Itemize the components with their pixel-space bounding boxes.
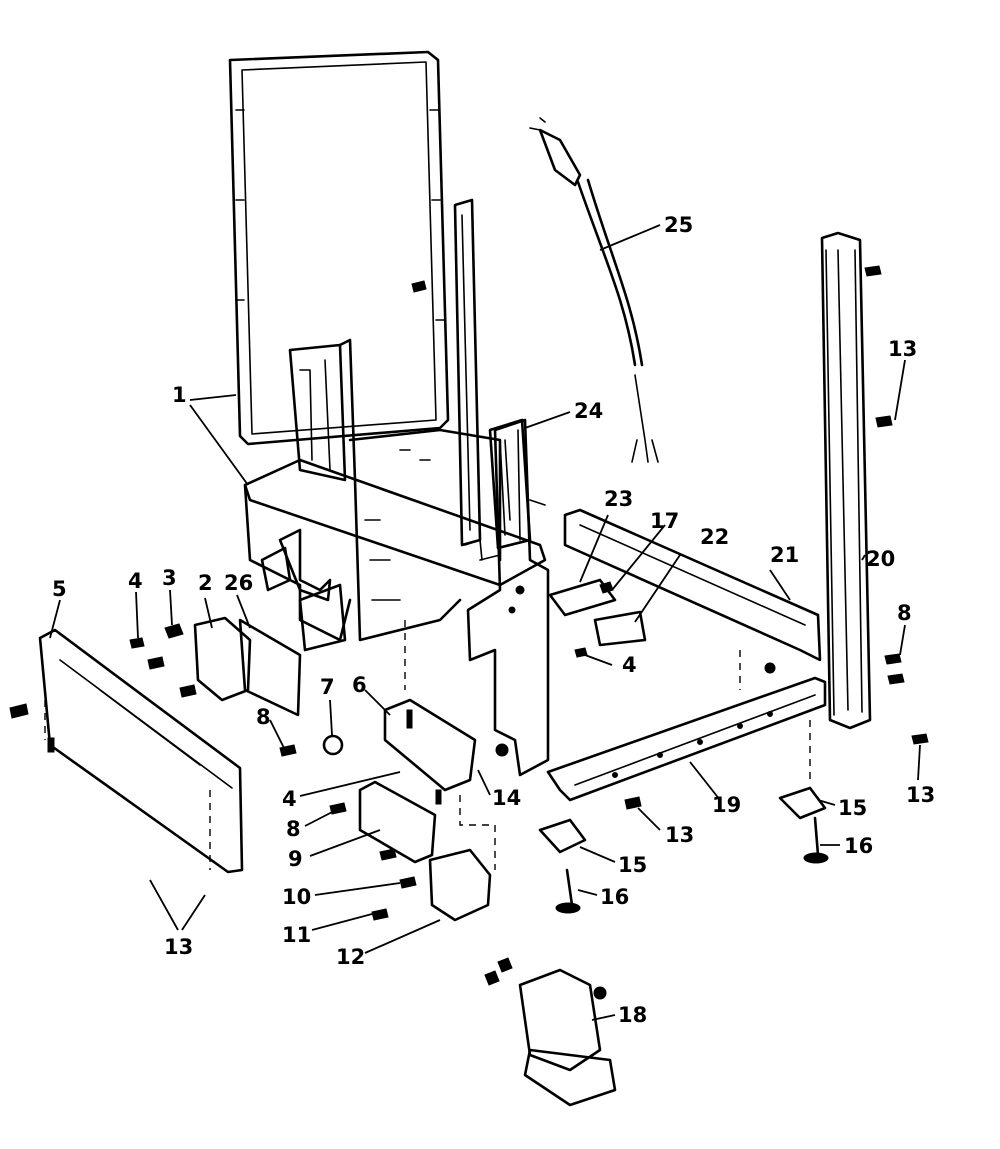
callout-22: 22: [700, 525, 729, 549]
callout-12: 12: [336, 945, 365, 969]
callout-3: 3: [162, 566, 177, 590]
callout-20: 20: [866, 547, 895, 571]
callout-25: 25: [664, 213, 693, 237]
center-channel-part: [453, 198, 532, 550]
callout-16: 16: [844, 834, 873, 858]
side-rail-part: [820, 231, 929, 745]
alignment-lines: [44, 620, 811, 870]
callout-7: 7: [320, 675, 335, 699]
callout-24: 24: [574, 399, 603, 423]
callout-4: 4: [622, 653, 637, 677]
callout-2: 2: [198, 571, 213, 595]
left-bracket-parts: [129, 616, 302, 717]
power-cord-part: [529, 117, 659, 463]
callout-8: 8: [256, 705, 271, 729]
callout-23: 23: [604, 487, 633, 511]
callout-4: 4: [282, 787, 297, 811]
switch-assembly-parts: [279, 698, 492, 922]
rear-panel-part: [228, 50, 450, 446]
callout-11: 11: [282, 923, 311, 947]
callout-17: 17: [650, 509, 679, 533]
callout-6: 6: [352, 673, 367, 697]
rear-rail-part: [563, 508, 822, 662]
callout-9: 9: [288, 847, 303, 871]
callout-13: 13: [665, 823, 694, 847]
callout-13: 13: [164, 935, 193, 959]
callout-13: 13: [906, 783, 935, 807]
callout-26: 26: [224, 571, 253, 595]
callout-10: 10: [282, 885, 311, 909]
callout-16: 16: [600, 885, 629, 909]
callout-13: 13: [888, 337, 917, 361]
callout-8: 8: [286, 817, 301, 841]
base-frame: [243, 338, 550, 777]
hinge-assembly-part: [484, 957, 617, 1107]
callout-labels: 1 2 3 4 4 4 5 6 7 8 8 8 9 10 11 12 13 13…: [52, 213, 935, 1027]
callout-4: 4: [128, 569, 143, 593]
callout-1: 1: [172, 383, 187, 407]
leader-lines: [49, 224, 921, 1021]
bracket-parts: [548, 578, 647, 658]
callout-21: 21: [770, 543, 799, 567]
callout-8: 8: [897, 601, 912, 625]
callout-14: 14: [492, 786, 521, 810]
callout-18: 18: [618, 1003, 647, 1027]
callout-15: 15: [618, 853, 647, 877]
kick-panel-part: [9, 628, 244, 874]
callout-15: 15: [838, 796, 867, 820]
callout-19: 19: [712, 793, 741, 817]
front-rail-part: [546, 662, 827, 802]
callout-5: 5: [52, 577, 67, 601]
leveling-feet-parts: [538, 786, 829, 914]
